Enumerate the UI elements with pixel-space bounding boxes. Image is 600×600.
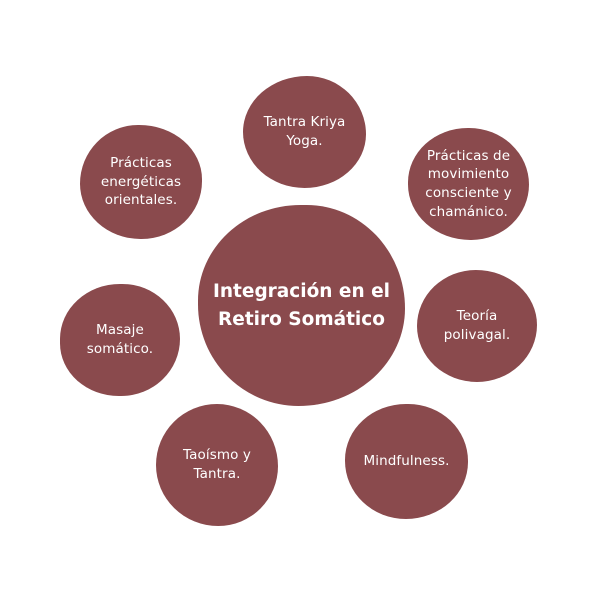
node-label: Taoísmo y Tantra. bbox=[183, 447, 251, 482]
node-label: Masaje somático. bbox=[86, 322, 154, 357]
node-taoismo-tantra: Taoísmo y Tantra. bbox=[156, 404, 278, 526]
node-practicas-movimiento: Prácticas de movimiento consciente y cha… bbox=[408, 128, 529, 240]
node-label: Teoría polivagal. bbox=[443, 308, 511, 343]
node-label: Tantra Kriya Yoga. bbox=[263, 114, 346, 149]
node-label: Prácticas de movimiento consciente y cha… bbox=[425, 147, 512, 220]
node-label: Prácticas energéticas orientales. bbox=[100, 155, 182, 209]
central-node: Integración en el Retiro Somático bbox=[198, 205, 405, 406]
node-teoria-polivagal: Teoría polivagal. bbox=[417, 270, 537, 382]
node-mindfulness: Mindfulness. bbox=[345, 404, 468, 519]
central-node-label: Integración en el Retiro Somático bbox=[213, 280, 390, 330]
node-tantra-kriya-yoga: Tantra Kriya Yoga. bbox=[243, 76, 366, 188]
node-practicas-energeticas: Prácticas energéticas orientales. bbox=[80, 125, 202, 239]
node-label: Mindfulness. bbox=[363, 453, 450, 470]
node-masaje-somatico: Masaje somático. bbox=[60, 284, 180, 396]
